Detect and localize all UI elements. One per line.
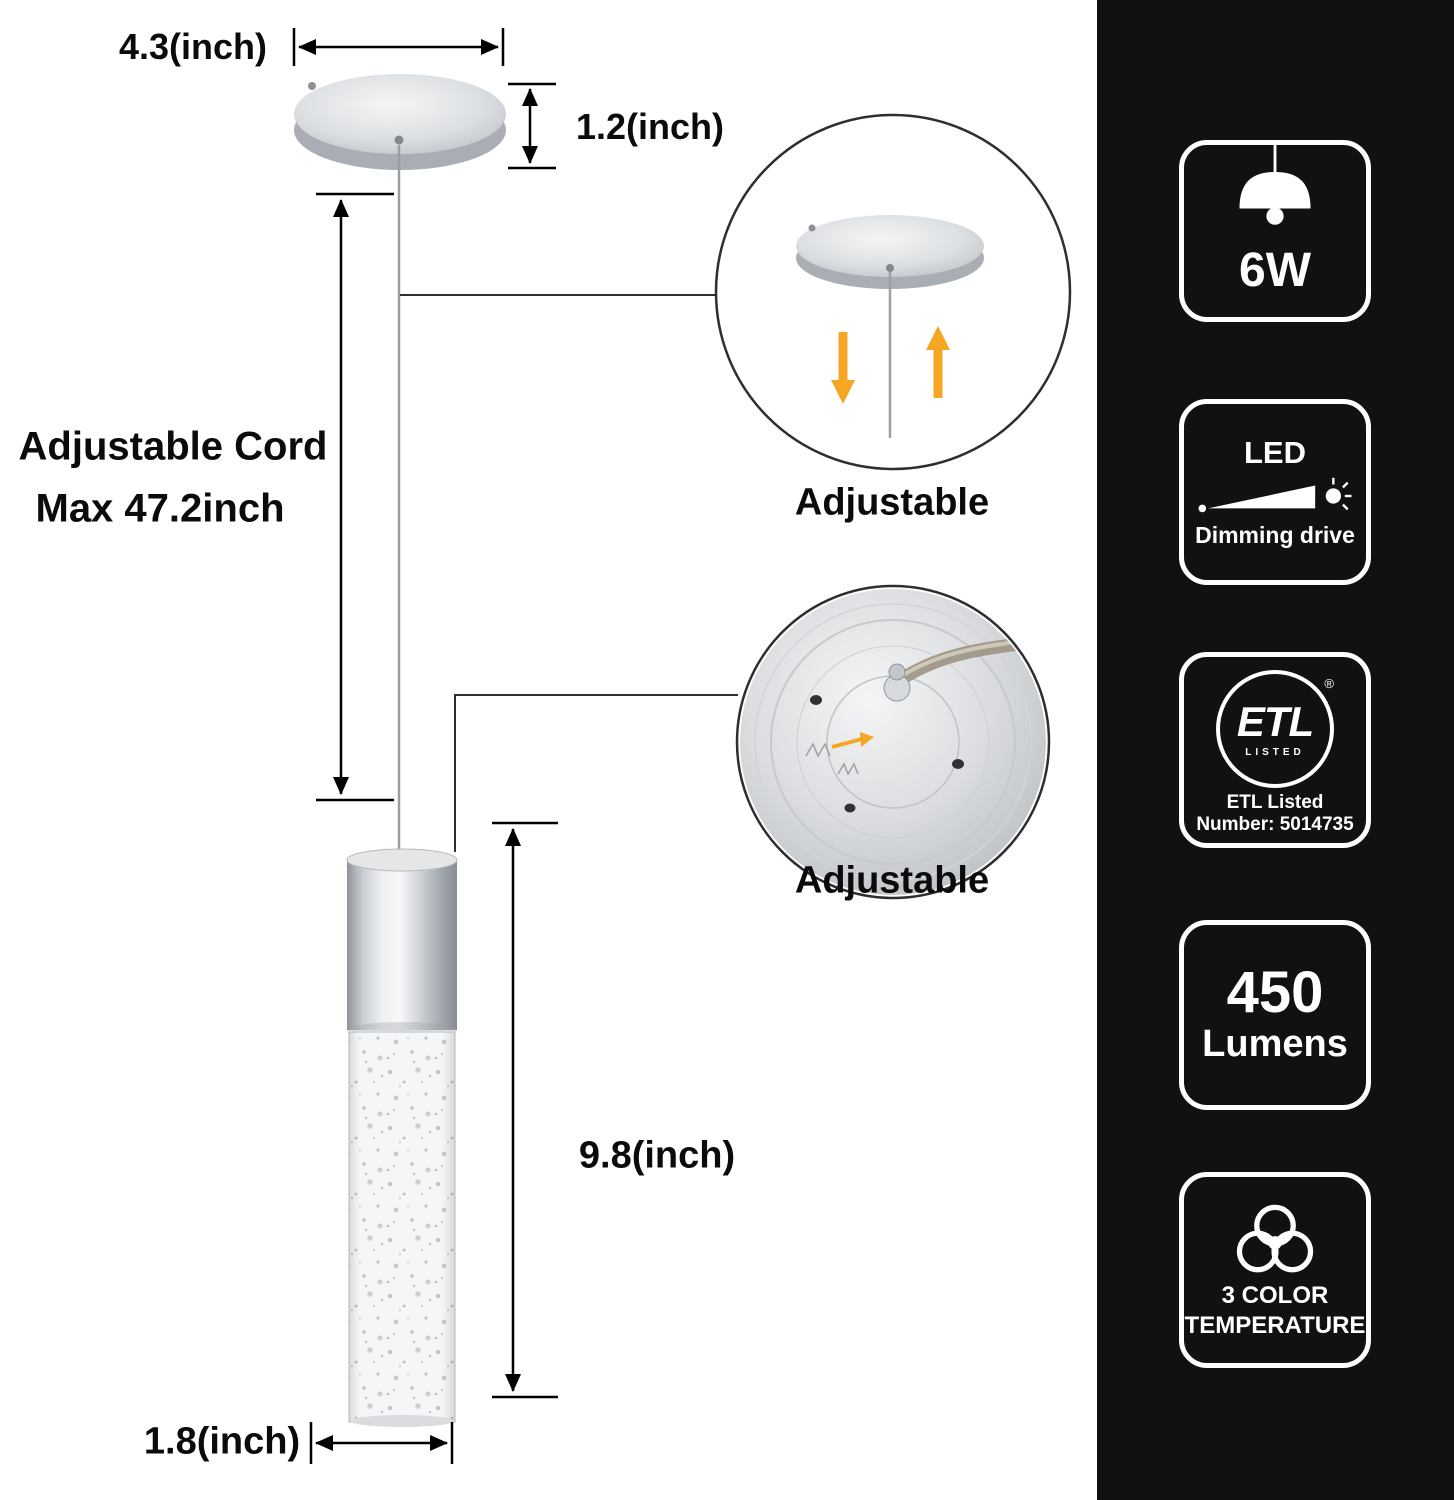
cord-label-line1: Adjustable Cord [18, 424, 328, 469]
cord-label-line2: Max 47.2inch [35, 486, 285, 531]
led-subtitle: Dimming drive [1195, 522, 1355, 548]
led-title: LED [1244, 435, 1306, 470]
lumens-unit: Lumens [1202, 1023, 1348, 1066]
callout-adjustable-cord [714, 113, 1072, 471]
badge-etl: ® ETL LISTED ETL Listed Number: 5014735 [1179, 652, 1371, 848]
badge-led-dimming: LED Dimming drive [1179, 399, 1371, 585]
pendant-lamp-icon [1239, 145, 1311, 225]
color-temperature-icon [1236, 1205, 1314, 1273]
callout-bottom-label: Adjustable [794, 859, 990, 902]
callout-top-label: Adjustable [794, 481, 990, 524]
color-temp-line1: 3 COLOR [1221, 1282, 1329, 1310]
dimension-canopy-height [508, 82, 556, 170]
color-temp-line2: TEMPERATURE [1184, 1312, 1366, 1339]
etl-listed-number: Number: 5014735 [1196, 814, 1354, 835]
badge-color-temperature: 3 COLOR TEMPERATURE [1179, 1172, 1371, 1368]
canopy-width-label: 4.3(inch) [118, 26, 268, 67]
wattage-value: 6W [1239, 244, 1311, 297]
callout-cord-lock [735, 584, 1051, 900]
etl-logo-text: ETL [1236, 697, 1314, 745]
badge-wattage: 6W [1179, 140, 1371, 322]
feature-panel: 6W LED Dimming drive ® ETL [1097, 0, 1454, 1500]
pendant-width-label: 1.8(inch) [143, 1420, 301, 1463]
dimension-cord-length [316, 192, 394, 802]
etl-logo: ® ETL LISTED [1216, 670, 1334, 789]
leader-line-bottom [454, 694, 738, 852]
diagram-canvas [292, 28, 1072, 1464]
dimming-beam-icon [1198, 477, 1352, 513]
pendant-height-label: 9.8(inch) [578, 1134, 736, 1177]
ceiling-canopy [294, 74, 506, 170]
etl-listed-text: LISTED [1245, 746, 1305, 758]
pendant-fixture [346, 848, 458, 1427]
lumens-value: 450 [1226, 960, 1324, 1026]
canopy-height-label: 1.2(inch) [575, 106, 725, 147]
badge-lumens: 450 Lumens [1179, 920, 1371, 1110]
dimension-canopy-width [292, 28, 505, 66]
arrow-down-icon [831, 332, 855, 404]
registered-mark: ® [1324, 676, 1334, 692]
dimension-pendant-height [492, 821, 558, 1399]
adjust-arrow-icon [831, 732, 874, 749]
arrow-up-icon [926, 326, 950, 398]
etl-listed-line1: ETL Listed [1226, 792, 1324, 814]
dimension-pendant-width [309, 1422, 454, 1464]
